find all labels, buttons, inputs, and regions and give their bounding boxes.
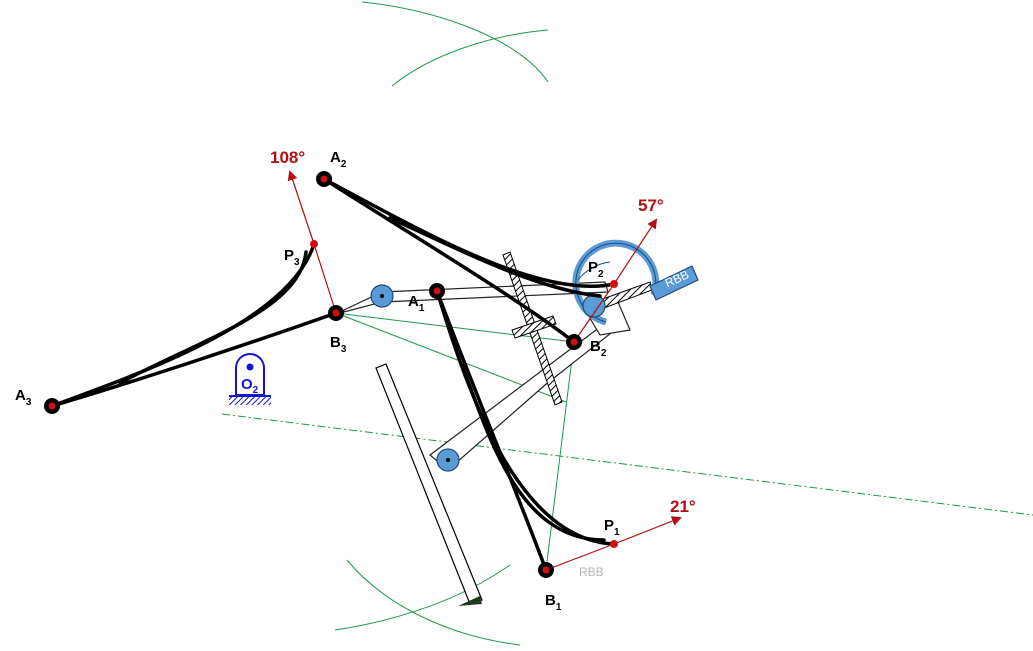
ground-pivot-o2 [229, 353, 271, 405]
position-arrows [287, 170, 682, 571]
rbb-small-label: RBB [579, 565, 604, 579]
reference-axis [221, 413, 1033, 516]
arc-bottom-1 [346, 559, 521, 646]
label-a2: A2 [330, 149, 347, 170]
pivot-joints [44, 171, 582, 578]
p3-b3-line [313, 243, 337, 314]
label-p1: P1 [604, 517, 620, 538]
curve-a3-p3-inner [118, 250, 308, 385]
label-b2: B2 [590, 338, 607, 359]
precision-points [310, 240, 618, 548]
joint-a2 [316, 171, 332, 187]
label-p3: P3 [284, 247, 300, 268]
p1-arrow [613, 516, 682, 545]
arc-bottom-2 [334, 564, 511, 631]
label-b1: B1 [545, 592, 562, 613]
angle-p1: 21° [670, 497, 696, 516]
curve-a2-b2 [322, 177, 576, 344]
label-p2: P2 [588, 259, 604, 280]
arc-top-2 [391, 29, 549, 87]
p2-b2-line [573, 283, 615, 343]
joint-a1 [429, 283, 445, 299]
curve-a1-b1 [435, 289, 548, 572]
label-o2: O2 [241, 376, 259, 396]
joint-b1 [538, 562, 554, 578]
blue-joints [370, 284, 606, 472]
p1-b1-line [545, 543, 615, 571]
joint-a3 [44, 398, 60, 414]
pointer-bar [375, 363, 483, 606]
label-b3: B3 [330, 334, 347, 355]
link-curves [50, 177, 616, 572]
p1-point [610, 540, 618, 548]
curve-a2-p2-2 [388, 216, 602, 298]
p2-point [610, 280, 618, 288]
p3-point [310, 240, 318, 248]
arc-top-1 [361, 1, 549, 83]
joint-b2 [566, 334, 582, 350]
angle-p2: 57° [638, 196, 664, 215]
p3-arrow [287, 170, 315, 245]
joint-b3 [328, 305, 344, 321]
label-a1: A1 [408, 293, 425, 314]
angle-p3: 108° [270, 148, 305, 167]
p2-arrow [613, 218, 658, 285]
curve-a3-p3-outer [50, 242, 316, 408]
label-a3: A3 [15, 387, 32, 408]
curve-a3-b3 [50, 311, 338, 408]
construction-arcs [334, 1, 549, 646]
